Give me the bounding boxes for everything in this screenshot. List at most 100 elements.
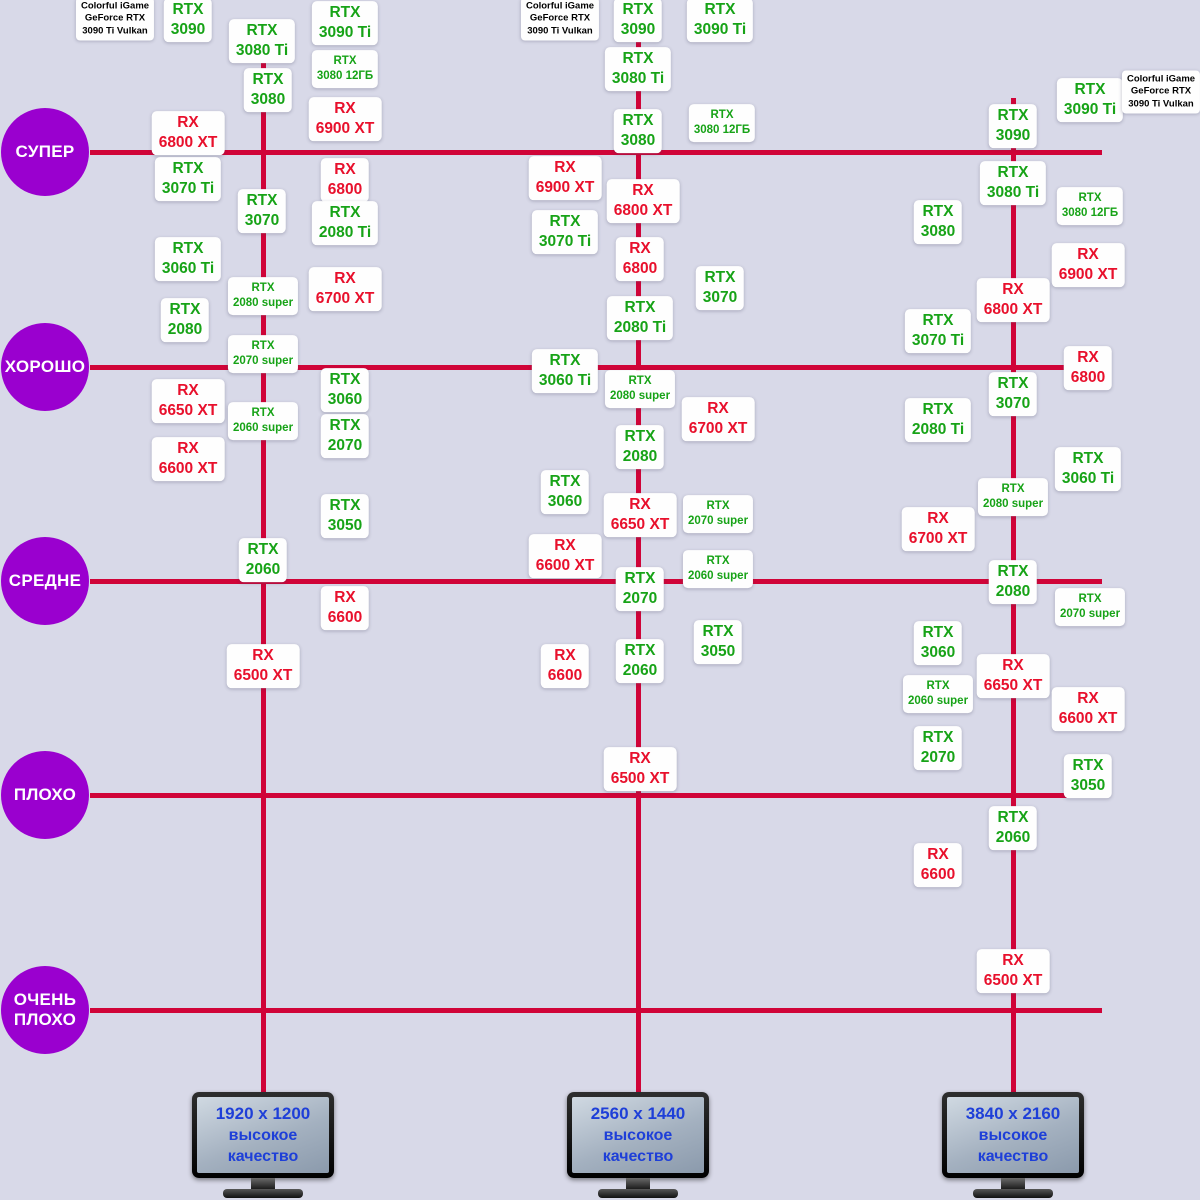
gpu-label-text: 3070 — [995, 395, 1031, 412]
gpu-label-text: 6650 XT — [158, 402, 218, 419]
gpu-label-text: 3080 — [250, 91, 286, 108]
gpu-label-text: RX — [177, 440, 199, 458]
gpu-label-text: 3050 — [327, 517, 363, 534]
vendor-card-text: GeForce RTX — [529, 12, 591, 24]
gpu-label-text: 6800 XT — [983, 301, 1043, 318]
gpu-label-text: RX — [177, 114, 199, 132]
gpu-label-c1-rx-6900-xt: RX 6900 XT — [308, 97, 382, 141]
gpu-label-text: RTX — [922, 203, 954, 221]
gpu-label-text: 6650 XT — [610, 516, 670, 533]
gpu-label-text: 2080 Ti — [911, 421, 965, 438]
gpu-label-text: RX — [554, 159, 576, 177]
gpu-label-c2-rx-6900-xt: RX 6900 XT — [528, 156, 602, 200]
gpu-label-text: 2080 super — [232, 297, 294, 309]
gpu-label-text: RX — [632, 182, 654, 200]
gpu-label-text: 3070 — [702, 289, 738, 306]
gpu-label-text: RTX — [997, 809, 1029, 827]
gpu-label-text: 6700 XT — [688, 420, 748, 437]
monitor-caption: высокое — [603, 1127, 673, 1144]
monitor-resolution: 2560 x 1440 — [590, 1104, 686, 1123]
gpu-label-text: RX — [1077, 246, 1099, 264]
gpu-label-text: RTX — [628, 375, 652, 388]
gpu-label-text: 6500 XT — [983, 972, 1043, 989]
gpu-label-text: 3080 Ti — [986, 184, 1040, 201]
gpu-label-text: RTX — [624, 428, 656, 446]
gpu-label-text: 2060 — [622, 662, 658, 679]
gpu-label-text: 6900 XT — [1058, 266, 1118, 283]
monitor-resolution: 1920 x 1200 — [215, 1104, 311, 1123]
gpu-label-text: RTX — [1078, 593, 1102, 606]
gpu-label-text: RTX — [329, 204, 361, 222]
gpu-label-text: 6600 XT — [158, 460, 218, 477]
gpu-label-text: 6700 XT — [908, 530, 968, 547]
gpu-label-text: RX — [252, 647, 274, 665]
gpu-label-text: RTX — [329, 371, 361, 389]
gpu-label-c3-rtx-3060-ti: RTX 3060 Ti — [1054, 447, 1122, 491]
gpu-label-text: 2060 super — [232, 422, 294, 434]
gpu-label-text: 6900 XT — [535, 179, 595, 196]
gpu-label-text: 2070 — [327, 437, 363, 454]
gpu-label-text: 3080 12ГБ — [1061, 207, 1119, 219]
monitor-base — [973, 1189, 1053, 1198]
gpu-label-c3-rx-6700-xt: RX 6700 XT — [901, 507, 975, 551]
gpu-label-text: 6800 — [622, 260, 658, 277]
gpu-label-text: RTX — [329, 497, 361, 515]
gpu-label-c2-rtx-2080-super: RTX 2080 super — [604, 370, 676, 408]
gpu-label-text: 3090 — [620, 21, 656, 38]
gpu-label-text: RTX — [1072, 450, 1104, 468]
vendor-card-text: GeForce RTX — [84, 12, 146, 24]
gpu-label-text: RX — [1002, 952, 1024, 970]
gpu-label-text: RTX — [624, 299, 656, 317]
tier-label: СРЕДНЕ — [8, 571, 82, 591]
gpu-label-text: RTX — [251, 340, 275, 353]
tier-label: ОЧЕНЬ — [13, 990, 77, 1010]
gpu-label-text: RX — [927, 846, 949, 864]
gpu-label-text: RX — [334, 100, 356, 118]
gpu-label-text: 3060 Ti — [538, 372, 592, 389]
gpu-label-text: 3070 — [244, 212, 280, 229]
gpu-label-text: 3060 Ti — [1061, 470, 1115, 487]
tier-line-bad — [90, 793, 1102, 798]
tier-line-medium — [90, 579, 1102, 584]
gpu-label-c2-rx-6800: RX 6800 — [615, 237, 665, 281]
gpu-label-text: 3060 — [920, 644, 956, 661]
gpu-label-text: RX — [629, 240, 651, 258]
gpu-label-text: RTX — [624, 570, 656, 588]
gpu-label-text: 6800 XT — [613, 202, 673, 219]
gpu-label-text: RX — [927, 510, 949, 528]
monitor-caption: качество — [602, 1148, 674, 1165]
gpu-label-text: 3090 — [170, 21, 206, 38]
gpu-label-text: 2080 super — [609, 390, 671, 402]
gpu-label-text: RX — [1002, 657, 1024, 675]
vendor-card-text: Colorful iGame — [525, 0, 595, 12]
gpu-label-text: 6900 XT — [315, 120, 375, 137]
